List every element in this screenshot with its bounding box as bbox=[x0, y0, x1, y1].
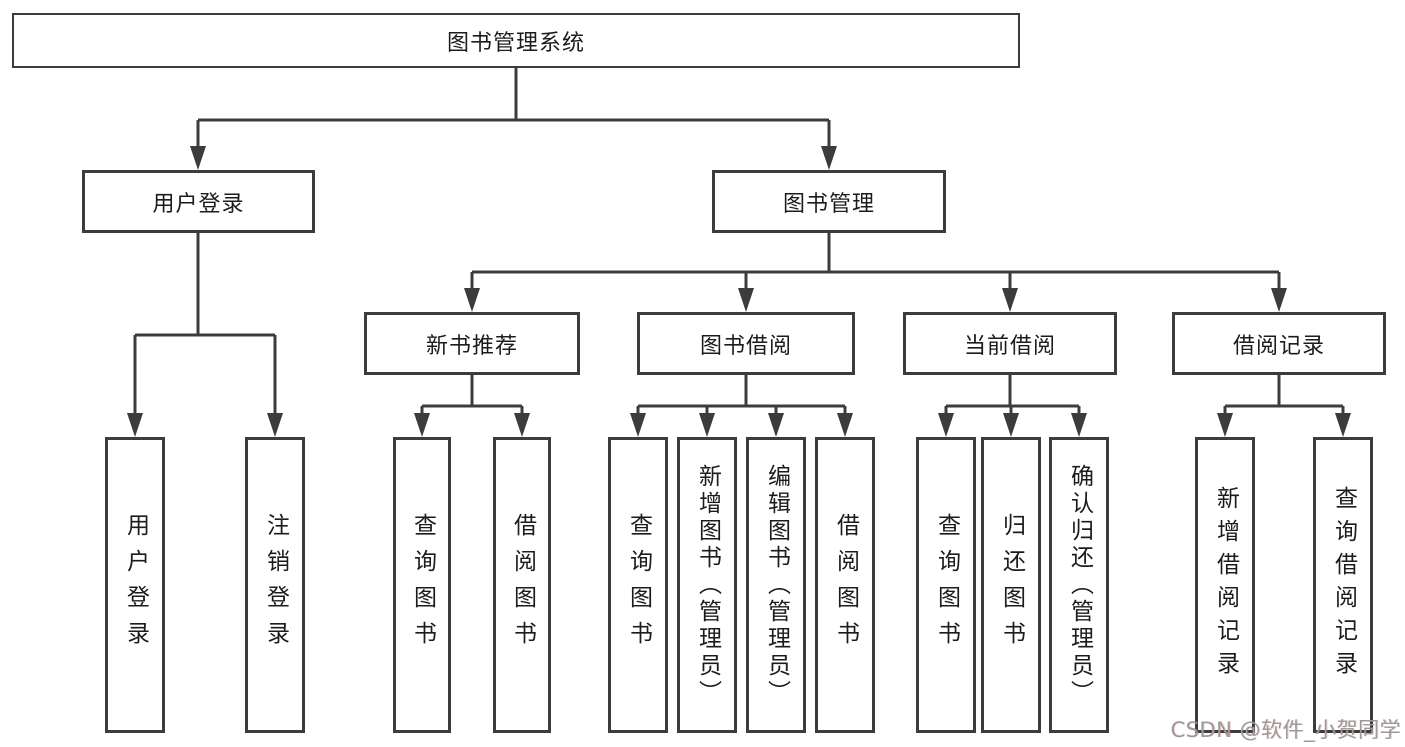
leaf-nb-query-books: 查询图书 bbox=[393, 437, 451, 733]
node-borrow-records: 借阅记录 bbox=[1172, 312, 1386, 375]
leaf-label: 注销登录 bbox=[262, 513, 289, 657]
leaf-label: 查询图书 bbox=[933, 513, 960, 657]
leaf-nb-borrow-books: 借阅图书 bbox=[493, 437, 551, 733]
leaf-logout: 注销登录 bbox=[245, 437, 305, 733]
leaf-label: 借阅图书 bbox=[509, 513, 536, 657]
leaf-label: 确认归还（管理员） bbox=[1066, 463, 1093, 707]
node-current-borrowing: 当前借阅 bbox=[903, 312, 1117, 375]
leaf-label: 新增借阅记录 bbox=[1212, 486, 1239, 684]
node-book-borrowing: 图书借阅 bbox=[637, 312, 855, 375]
leaf-cb-return-books: 归还图书 bbox=[981, 437, 1041, 733]
leaf-label: 查询图书 bbox=[409, 513, 436, 657]
csdn-watermark: CSDN @软件_小贺同学 bbox=[1170, 718, 1401, 742]
leaf-rc-query-borrow-record: 查询借阅记录 bbox=[1313, 437, 1373, 733]
leaf-rc-add-borrow-record: 新增借阅记录 bbox=[1195, 437, 1255, 733]
leaf-cb-confirm-return-admin: 确认归还（管理员） bbox=[1049, 437, 1109, 733]
node-root-library-system: 图书管理系统 bbox=[12, 13, 1020, 68]
leaf-bb-borrow-books: 借阅图书 bbox=[815, 437, 875, 733]
leaf-bb-add-books-admin: 新增图书（管理员） bbox=[677, 437, 737, 733]
leaf-label: 查询借阅记录 bbox=[1330, 486, 1357, 684]
leaf-label: 借阅图书 bbox=[832, 513, 859, 657]
leaf-cb-query-books: 查询图书 bbox=[916, 437, 976, 733]
leaf-label: 用户登录 bbox=[122, 513, 149, 657]
leaf-label: 查询图书 bbox=[625, 513, 652, 657]
node-user-login: 用户登录 bbox=[82, 170, 315, 233]
node-book-management: 图书管理 bbox=[712, 170, 946, 233]
leaf-bb-edit-books-admin: 编辑图书（管理员） bbox=[746, 437, 806, 733]
leaf-label: 新增图书（管理员） bbox=[694, 463, 721, 707]
leaf-bb-query-books: 查询图书 bbox=[608, 437, 668, 733]
leaf-label: 归还图书 bbox=[998, 513, 1025, 657]
leaf-user-login: 用户登录 bbox=[105, 437, 165, 733]
node-new-book-recommend: 新书推荐 bbox=[364, 312, 580, 375]
leaf-label: 编辑图书（管理员） bbox=[763, 463, 790, 707]
